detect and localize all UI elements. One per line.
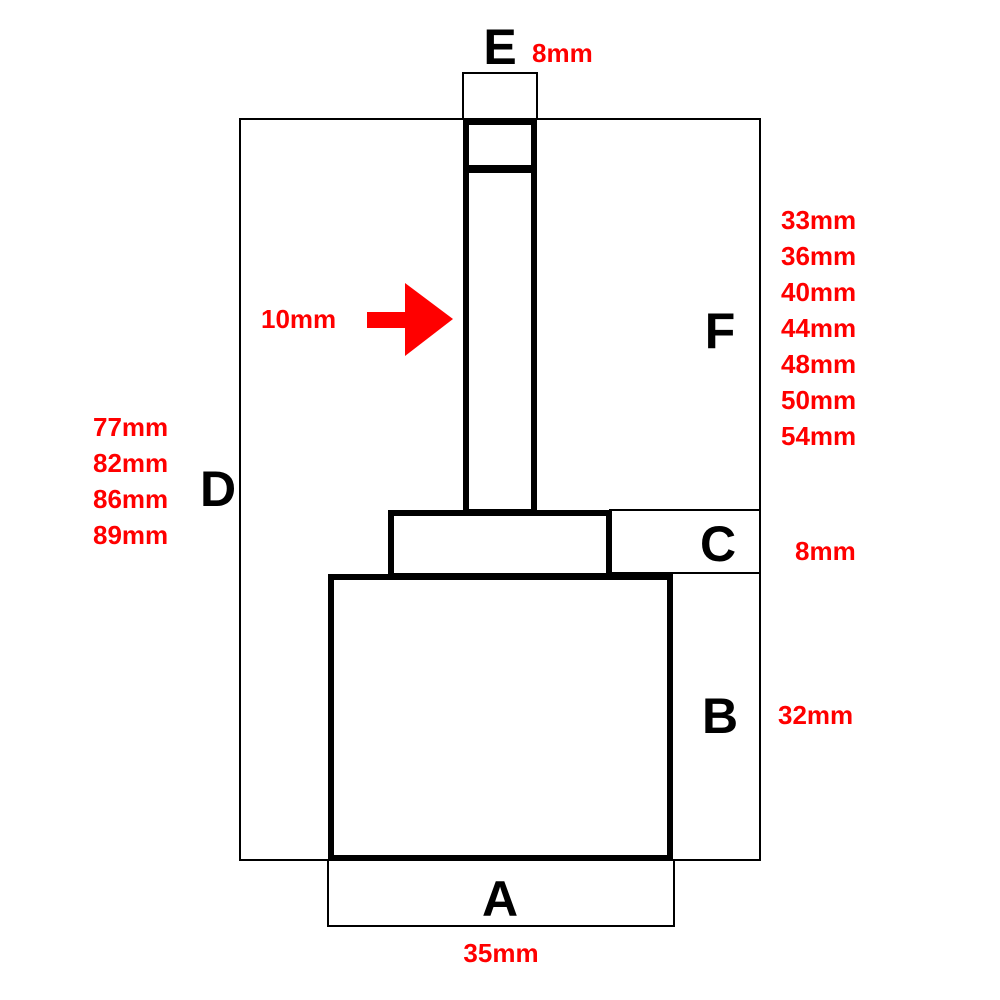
- dimension-f-option: 54mm: [781, 421, 856, 451]
- collar: [388, 510, 612, 579]
- label-c: C: [700, 516, 736, 572]
- label-d: D: [200, 461, 236, 517]
- stem-cap: [463, 119, 537, 171]
- dimension-d-option: 89mm: [93, 520, 168, 550]
- dimension-f-option: 50mm: [781, 385, 856, 415]
- dimension-box-c: [609, 509, 761, 574]
- dimension-a: 35mm: [463, 938, 538, 968]
- dimension-f-option: 48mm: [781, 349, 856, 379]
- red-arrow-icon: [367, 283, 453, 356]
- label-e: E: [483, 19, 516, 75]
- dimension-d-option: 77mm: [93, 412, 168, 442]
- dimension-f-option: 36mm: [781, 241, 856, 271]
- dimension-c: 8mm: [795, 536, 856, 566]
- dimension-b: 32mm: [778, 700, 853, 730]
- stem: [463, 167, 537, 515]
- dimension-f-option: 44mm: [781, 313, 856, 343]
- label-a: A: [482, 871, 518, 927]
- dimension-f-option: 40mm: [781, 277, 856, 307]
- dimension-d-option: 82mm: [93, 448, 168, 478]
- label-f: F: [705, 303, 736, 359]
- label-b: B: [702, 688, 738, 744]
- base-body: [328, 574, 673, 861]
- overall-dimension-box-d: [239, 118, 761, 861]
- dimension-box-e: [462, 72, 538, 120]
- dimension-stem: 10mm: [261, 304, 336, 334]
- dimension-e: 8mm: [532, 38, 593, 68]
- dimension-d-option: 86mm: [93, 484, 168, 514]
- dimension-f-option: 33mm: [781, 205, 856, 235]
